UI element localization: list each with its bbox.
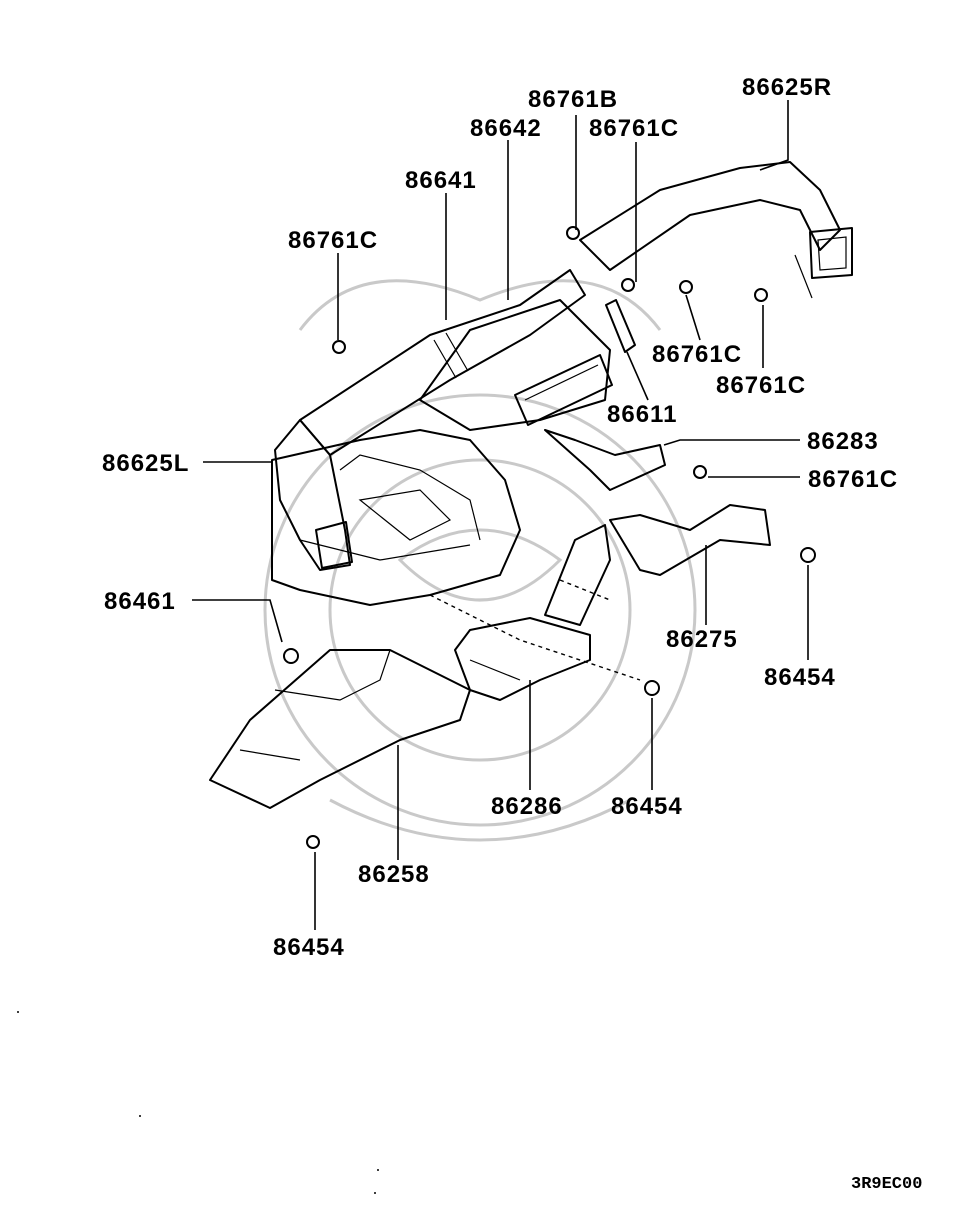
callout-labels: 86625R 86761B 86642 86761C 86641 86761C …: [102, 74, 898, 961]
duct-86283: [544, 429, 666, 491]
label-86761C-left: 86761C: [288, 227, 378, 254]
clip-86454-icon: [306, 835, 320, 849]
duct-86275: [544, 504, 771, 626]
lower-duct-86258: [209, 649, 471, 809]
screw-86761C-icon: [332, 340, 346, 354]
heater-unit-housing: [271, 429, 521, 606]
label-86454-mid: 86454: [611, 793, 683, 820]
foot-duct-86286: [454, 617, 591, 701]
label-86258: 86258: [358, 861, 430, 888]
screw-86454-icon: [644, 680, 660, 696]
label-86625R: 86625R: [742, 74, 832, 101]
label-86761B: 86761B: [528, 86, 618, 113]
label-86761C-mid: 86761C: [652, 341, 742, 368]
label-86461: 86461: [104, 588, 176, 615]
leader-lines: [192, 100, 809, 930]
label-86286: 86286: [491, 793, 563, 820]
label-86641: 86641: [405, 167, 477, 194]
fasteners: [283, 226, 816, 849]
label-86761C-top: 86761C: [589, 115, 679, 142]
bracket-86611: [605, 299, 636, 353]
clip-86461-icon: [283, 648, 299, 664]
label-86761C-right: 86761C: [716, 372, 806, 399]
drawing-code: 3R9EC00: [851, 1175, 922, 1194]
side-duct-86625R: [579, 161, 853, 299]
label-86625L: 86625L: [102, 450, 189, 477]
screw-86761C-icon: [679, 280, 693, 294]
label-86611: 86611: [607, 401, 677, 428]
screw-86761C-icon: [621, 278, 635, 292]
screw-86454-icon: [800, 547, 816, 563]
label-86761C-low: 86761C: [808, 466, 898, 493]
label-86642: 86642: [470, 115, 542, 142]
screw-86761C-icon: [693, 465, 707, 479]
label-86283: 86283: [807, 428, 879, 455]
side-duct-86625L: [274, 419, 353, 571]
center-duct-86641: [299, 269, 613, 456]
label-86454-bottom: 86454: [273, 934, 345, 961]
label-86275: 86275: [666, 626, 738, 653]
label-86454-right: 86454: [764, 664, 836, 691]
scan-specks: [17, 1011, 379, 1194]
assembly-lines: [429, 579, 641, 681]
screw-86761B-icon: [566, 226, 580, 240]
screw-86761C-icon: [754, 288, 768, 302]
watermark-emblem: [263, 279, 697, 842]
